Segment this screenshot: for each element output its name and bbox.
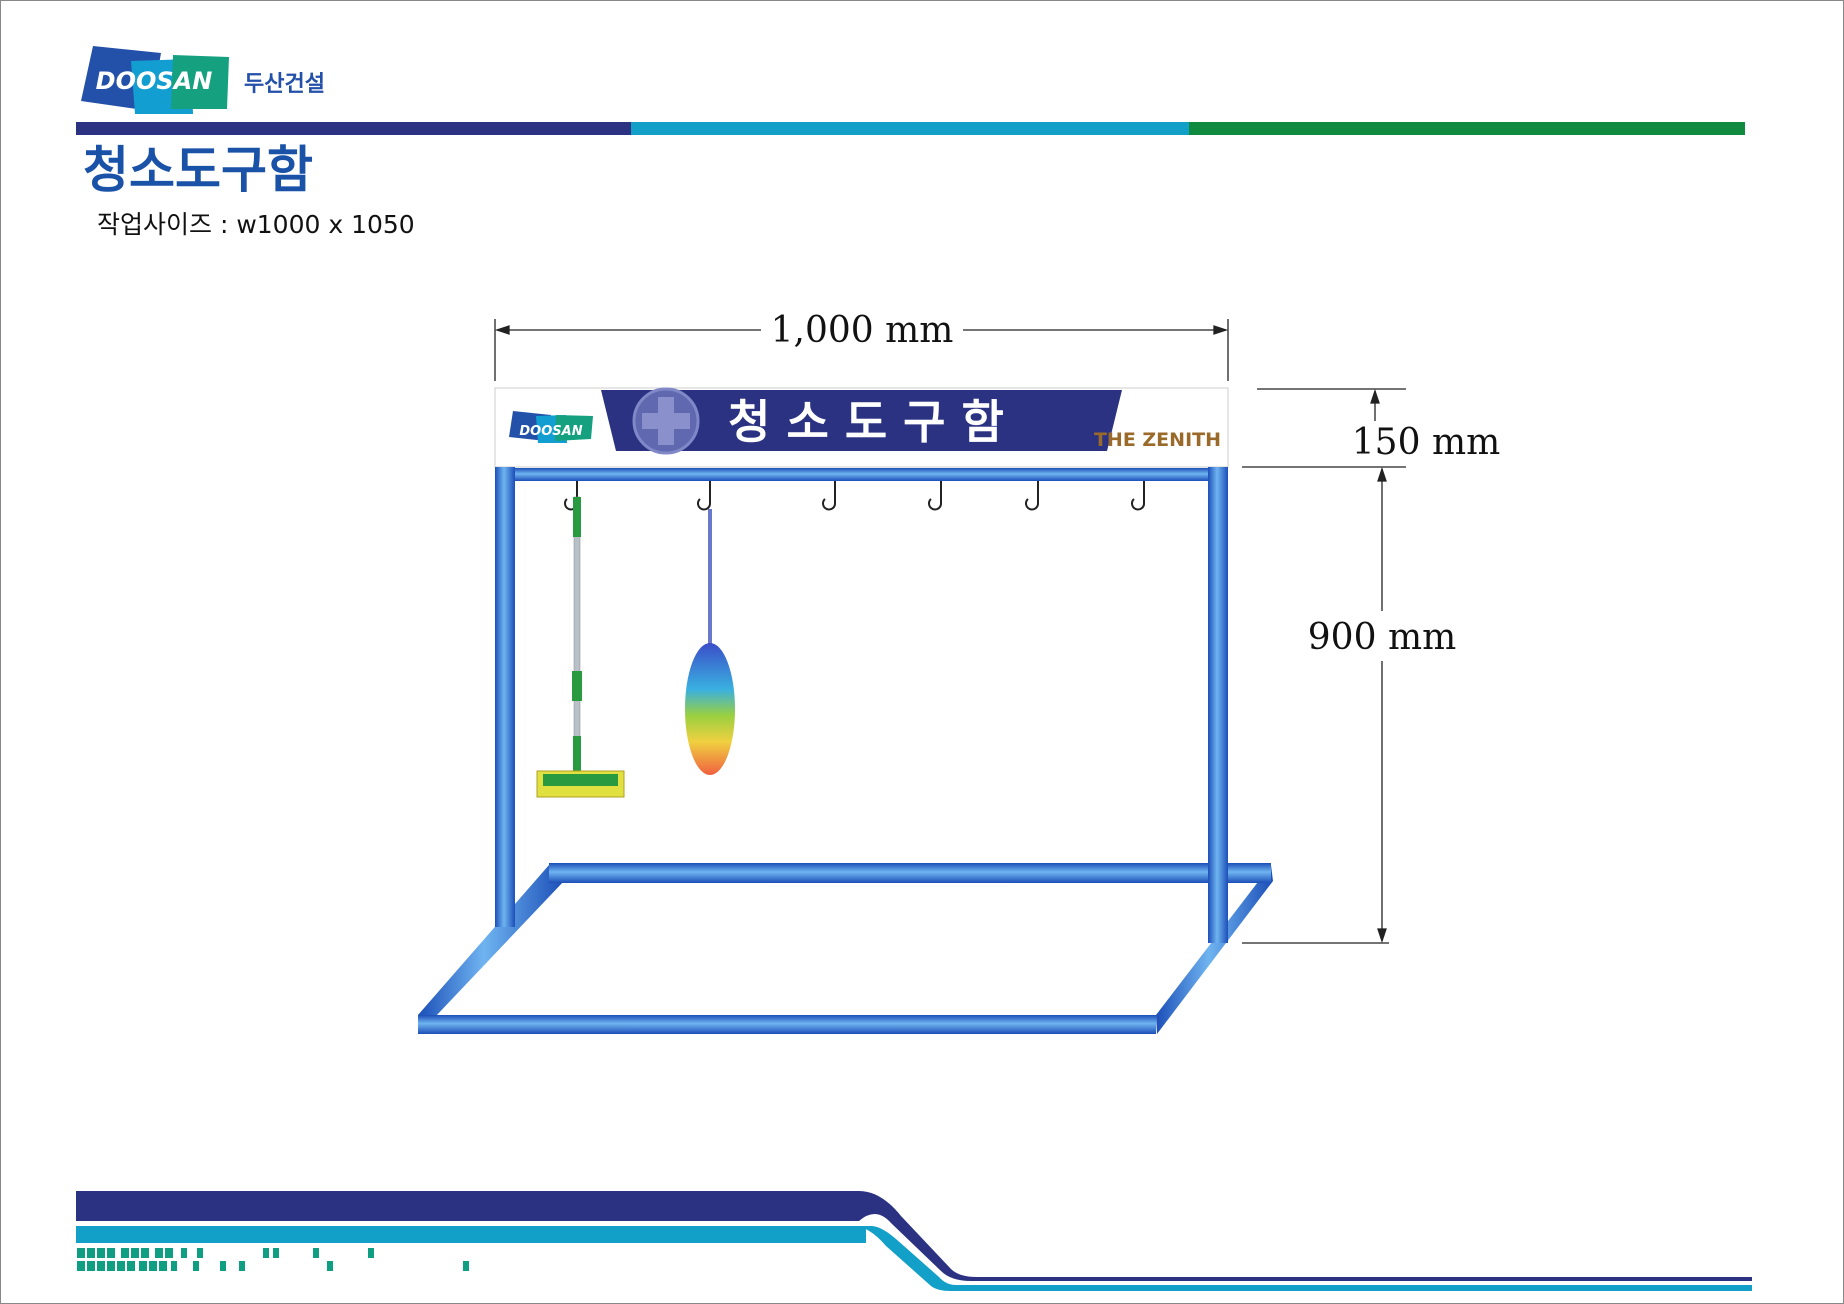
header-bar-navy <box>76 122 631 135</box>
hook-icon <box>697 481 711 511</box>
sign-title: 청 소 도 구 함 <box>728 395 1004 449</box>
sign-height-label: 150 mm <box>1352 422 1500 463</box>
sign-height-dimension <box>1242 388 1406 468</box>
doosan-logo: DOOSAN <box>81 46 229 114</box>
rack-base <box>418 863 1273 1034</box>
header-bar-green <box>1189 122 1745 135</box>
page-title: 청소도구함 <box>83 141 313 199</box>
sign-board: 청 소 도 구 함 DOOSAN THE ZENITH <box>494 387 1229 468</box>
frame-height-dimension <box>1242 466 1389 944</box>
rack-post-right <box>1208 467 1228 943</box>
company-name: 두산건설 <box>244 72 325 97</box>
header-bar-cyan <box>631 122 1189 135</box>
hook-icon <box>822 481 836 511</box>
width-label: 1,000 mm <box>771 310 954 351</box>
rack-post-left <box>495 467 515 927</box>
duster-icon <box>685 509 735 775</box>
mop-icon <box>536 496 625 798</box>
work-size: 작업사이즈 : w1000 x 1050 <box>97 210 415 239</box>
hook-icon <box>1131 481 1145 511</box>
hook-icon <box>1025 481 1039 511</box>
footer-decoration <box>76 1191 1752 1291</box>
frame-height-label: 900 mm <box>1308 617 1456 658</box>
hooks <box>564 481 1145 511</box>
hook-icon <box>928 481 942 511</box>
sign-zenith-logo: THE ZENITH <box>1094 429 1221 451</box>
svg-text:DOOSAN: DOOSAN <box>96 67 213 95</box>
width-dimension <box>494 319 1229 381</box>
sign-doosan-logo: DOOSAN <box>509 411 593 443</box>
rack-top-bar <box>515 468 1208 481</box>
svg-text:DOOSAN: DOOSAN <box>519 424 582 439</box>
safety-badge-icon <box>632 387 700 455</box>
